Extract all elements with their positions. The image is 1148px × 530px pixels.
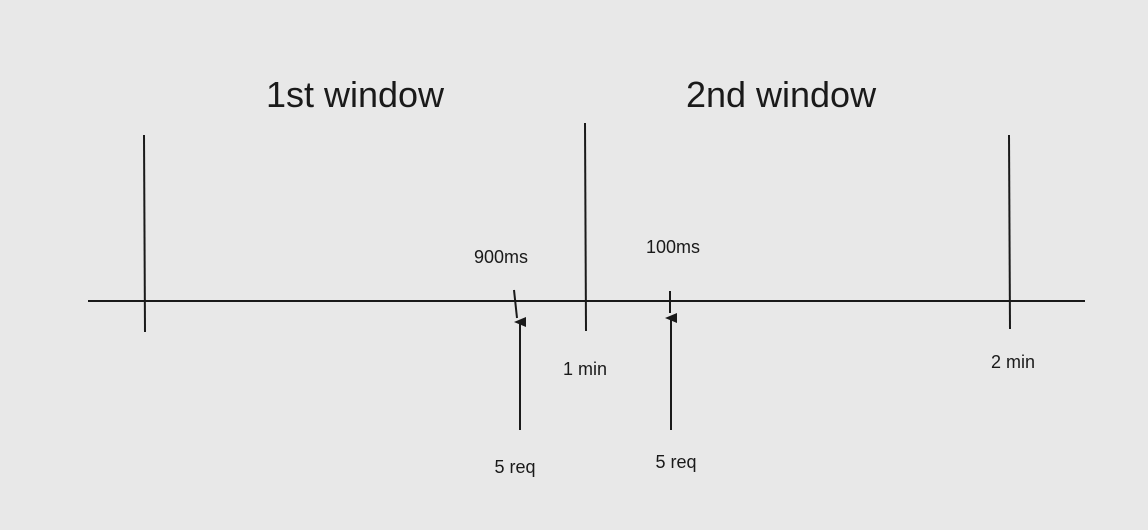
one-minute-boundary	[584, 122, 587, 332]
window-start-boundary	[143, 134, 146, 333]
second-request-label: 5 req	[655, 452, 696, 472]
two-minute-boundary	[1008, 134, 1011, 330]
first-window-title: 1st window	[266, 74, 445, 115]
two-minute-label: 2 min	[991, 352, 1035, 372]
second-window-title: 2nd window	[686, 74, 877, 115]
first-event-tick	[513, 289, 518, 319]
second-event-time-label: 100ms	[646, 237, 700, 257]
first-request-label: 5 req	[494, 457, 535, 477]
one-minute-label: 1 min	[563, 359, 607, 379]
first-event-time-label: 900ms	[474, 247, 528, 267]
